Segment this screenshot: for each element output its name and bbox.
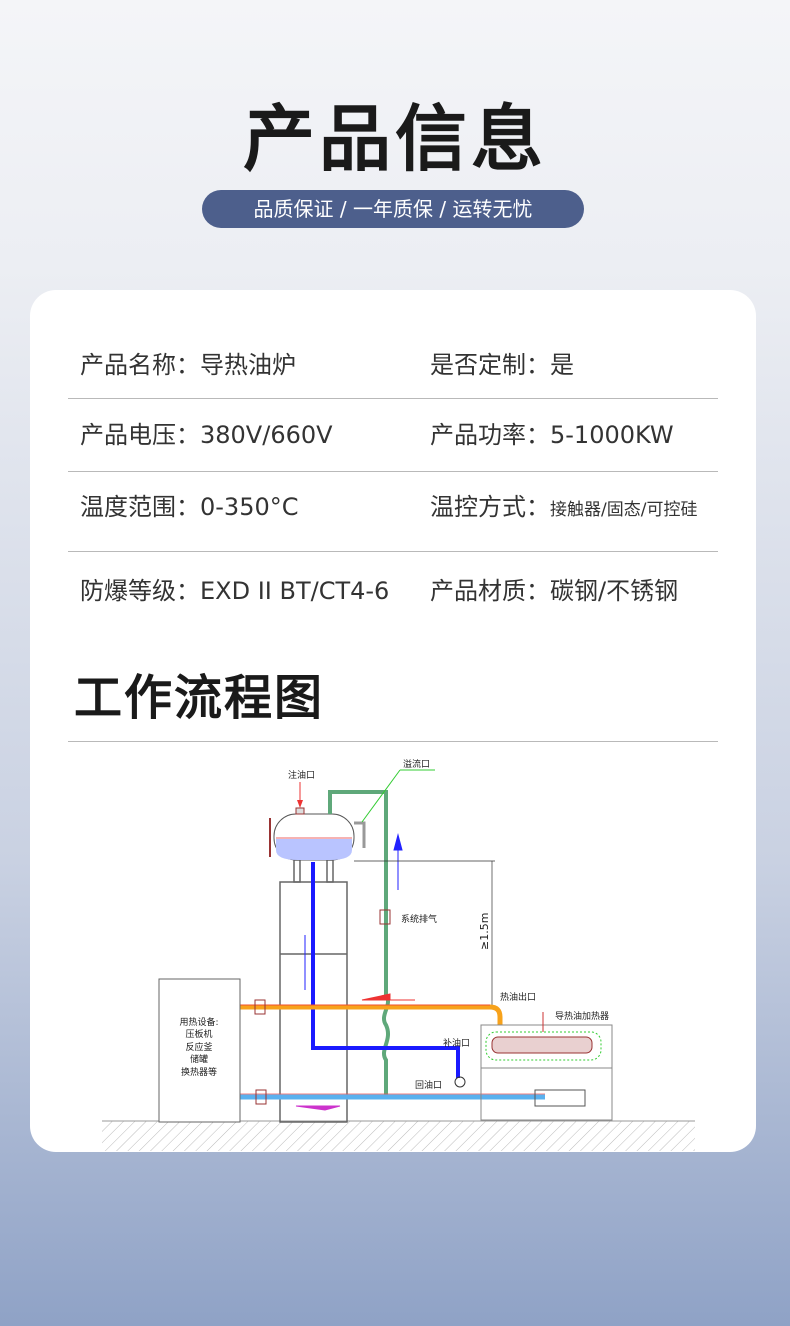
- expansion-tank: [269, 813, 355, 861]
- spec-row: 温度范围：0-350°C 温控方式：接触器/固态/可控硅: [68, 477, 718, 537]
- spec-row: 产品电压：380V/660V 产品功率：5-1000KW: [68, 405, 718, 465]
- check-valve-icon: [454, 1076, 466, 1088]
- makeup-pipe: [311, 862, 460, 1078]
- spec-row: 防爆等级：EXD II BT/CT4-6 产品材质：碳钢/不锈钢: [68, 561, 718, 621]
- up-arrow-icon: [393, 833, 403, 890]
- height-label: ≥1.5m: [478, 913, 491, 950]
- hot-oil-pipe: [240, 1004, 503, 1025]
- diagram-label: 用热设备:: [179, 1016, 218, 1028]
- divider: [68, 471, 718, 472]
- spec-explosion: 防爆等级：EXD II BT/CT4-6: [80, 577, 390, 605]
- spec-name: 产品名称：导热油炉: [80, 351, 296, 379]
- diagram-label: 压板机: [185, 1028, 212, 1040]
- tagline-badge: 品质保证 / 一年质保 / 运转无忧: [202, 190, 584, 228]
- heat-equipment: [158, 978, 241, 1123]
- diagram-label: 换热器等: [181, 1066, 217, 1078]
- heater-unit: [480, 1024, 613, 1121]
- divider: [68, 551, 718, 552]
- spec-material: 产品材质：碳钢/不锈钢: [430, 577, 679, 605]
- diagram-shape: [480, 1024, 613, 1121]
- fill-port-label: 注油口: [288, 769, 315, 781]
- diagram-shape: [293, 859, 301, 883]
- vent-label: 系统排气: [401, 913, 437, 925]
- valve-icon: [255, 1089, 267, 1105]
- divider: [68, 741, 718, 742]
- spec-power: 产品功率：5-1000KW: [430, 421, 674, 449]
- workflow-title: 工作流程图: [74, 670, 325, 726]
- diagram-shape: [326, 859, 334, 883]
- diagram-shape: [295, 807, 305, 815]
- spec-row: 产品名称：导热油炉 是否定制：是: [68, 335, 718, 395]
- valve-icon: [254, 999, 266, 1015]
- fill-arrow-icon: [297, 800, 303, 808]
- diagram-shape: [485, 1031, 602, 1061]
- divider: [68, 398, 718, 399]
- heater-label: 导热油加热器: [555, 1010, 609, 1022]
- flow-arrow-icon: [295, 1105, 341, 1111]
- spec-control: 温控方式：接触器/固态/可控硅: [430, 493, 698, 521]
- hot-oil-outlet-label: 热油出口: [500, 991, 536, 1003]
- vent-valve-icon: [379, 909, 391, 925]
- page-title: 产品信息: [242, 97, 547, 181]
- spec-temperature: 温度范围：0-350°C: [80, 493, 299, 521]
- diagram-shape: [361, 769, 401, 823]
- makeup-port-label: 补油口: [443, 1037, 470, 1049]
- spec-custom: 是否定制：是: [430, 351, 574, 379]
- diagram-shape: [276, 839, 352, 860]
- diagram-shape: [534, 1089, 586, 1107]
- diagram-shape: [491, 1036, 593, 1054]
- ground: [102, 1121, 695, 1151]
- diagram-label: 储罐: [190, 1053, 208, 1065]
- return-port-label: 回油口: [415, 1079, 442, 1091]
- diagram-label: 反应釜: [185, 1041, 212, 1053]
- flow-arrow-icon: [361, 993, 415, 1001]
- overflow-port-label: 溢流口: [403, 758, 430, 770]
- diagram-shape: [354, 821, 366, 848]
- spec-voltage: 产品电压：380V/660V: [80, 421, 333, 449]
